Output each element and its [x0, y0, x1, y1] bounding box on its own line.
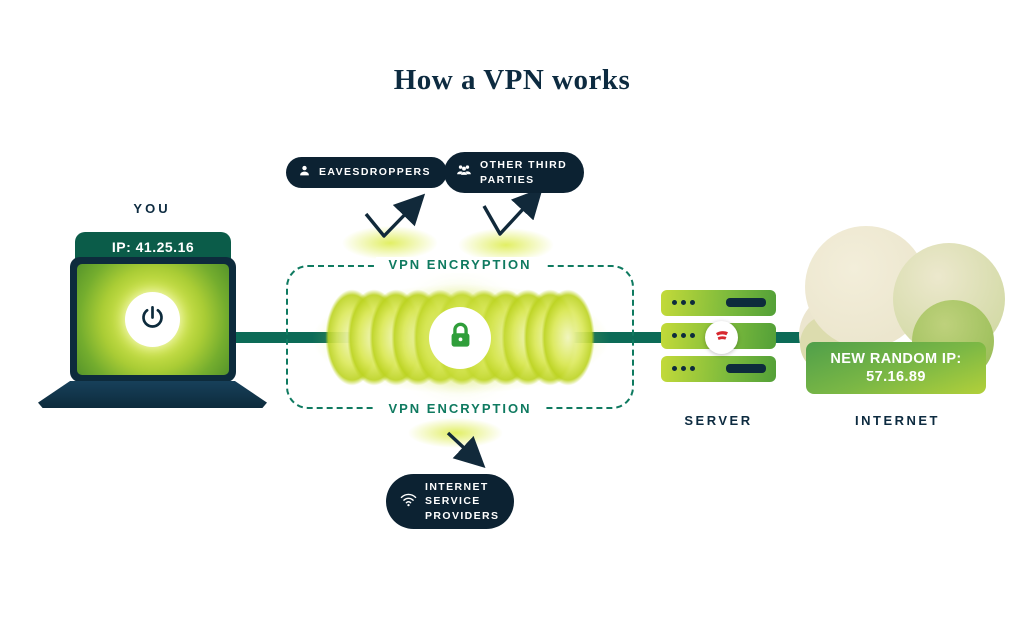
eavesdroppers-label: EAVESDROPPERS: [319, 166, 431, 179]
server-label: SERVER: [684, 413, 753, 428]
other-third-parties-badge: OTHER THIRD PARTIES: [444, 152, 584, 193]
deflect-arrow-third-parties: [482, 187, 543, 236]
expressvpn-logo-icon: [713, 326, 731, 349]
power-icon: [139, 304, 166, 336]
server-unit: [661, 356, 776, 382]
lock-icon: [447, 321, 474, 355]
new-ip-line2: 57.16.89: [866, 369, 926, 385]
eavesdroppers-badge: EAVESDROPPERS: [286, 157, 447, 188]
vpn-encryption-top-label: VPN ENCRYPTION: [376, 257, 544, 273]
deflect-arrow-eavesdroppers: [364, 193, 426, 238]
server-unit: [661, 290, 776, 316]
page-title: How a VPN works: [393, 64, 631, 96]
coil-ring: [541, 289, 595, 386]
arrow-to-isp: [446, 431, 486, 468]
isp-label: INTERNET SERVICE PROVIDERS: [425, 481, 500, 522]
group-icon: [456, 163, 472, 181]
server-leds: [672, 300, 677, 305]
vpn-logo-badge: [705, 321, 738, 354]
encryption-lock: [429, 307, 491, 369]
power-button: [125, 292, 180, 347]
new-ip-badge: NEW RANDOM IP: 57.16.89: [806, 342, 986, 394]
wifi-icon: [400, 492, 417, 511]
server-leds: [672, 333, 677, 338]
server-slot: [726, 298, 766, 307]
server-leds: [672, 366, 677, 371]
vpn-server: [661, 290, 776, 389]
laptop-base: [38, 381, 267, 408]
isp-badge: INTERNET SERVICE PROVIDERS: [386, 474, 514, 529]
internet-label: INTERNET: [855, 413, 940, 428]
vpn-encryption-bottom-label: VPN ENCRYPTION: [376, 401, 544, 417]
person-icon: [298, 164, 311, 181]
bounce-glow: [458, 228, 554, 262]
you-label: YOU: [133, 201, 171, 216]
server-slot: [726, 364, 766, 373]
new-ip-line1: NEW RANDOM IP:: [830, 351, 962, 367]
other-third-parties-label: OTHER THIRD PARTIES: [480, 159, 568, 186]
